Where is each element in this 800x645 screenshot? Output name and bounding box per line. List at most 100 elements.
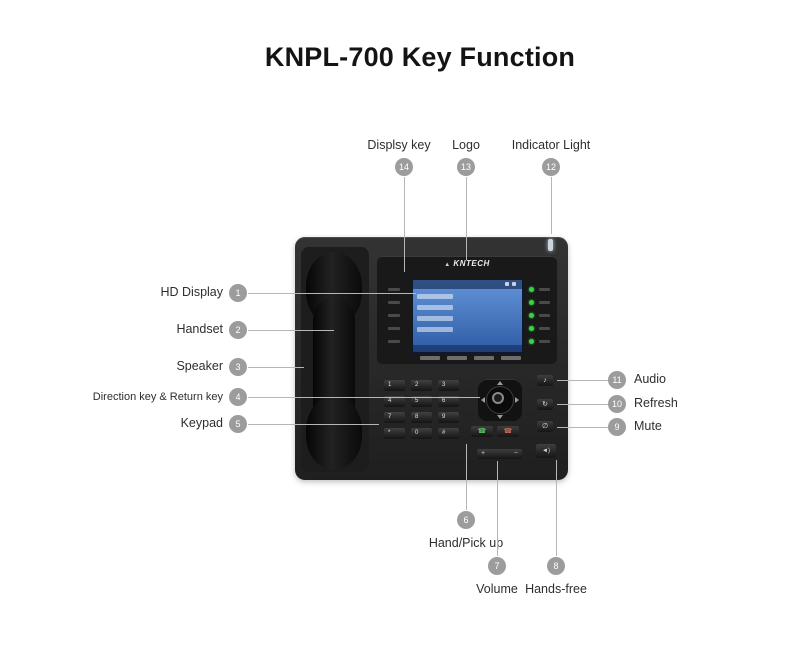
callout-line-logo bbox=[466, 177, 467, 260]
hands-free-key: ◄) bbox=[536, 444, 556, 458]
mute-icon: ∅ bbox=[541, 423, 549, 430]
callout-label-display-key: Displsy key bbox=[367, 138, 431, 152]
callout-line-handset bbox=[248, 330, 334, 331]
arrow-left-icon bbox=[481, 397, 485, 403]
line-key bbox=[539, 327, 550, 330]
screen-menu-row bbox=[417, 327, 453, 332]
keypad-key-0: 0 bbox=[411, 428, 432, 439]
refresh-key: ↻ bbox=[537, 399, 553, 410]
softkey-button bbox=[420, 356, 440, 360]
callout-line-hd-display bbox=[248, 293, 416, 294]
callout-label-refresh: Refresh bbox=[634, 396, 678, 410]
callout-number-direction-key: 4 bbox=[229, 388, 247, 406]
logo-mark-icon: ▲ bbox=[444, 262, 451, 268]
screen-softbar bbox=[413, 345, 522, 352]
indicator-light bbox=[548, 239, 553, 251]
keypad-key-2: 2 bbox=[411, 380, 432, 391]
callout-number-handset: 2 bbox=[229, 321, 247, 339]
callout-label-handset: Handset bbox=[176, 322, 223, 336]
page-title: KNPL-700 Key Function bbox=[264, 42, 576, 72]
line-led-indicator bbox=[529, 300, 534, 305]
callout-number-volume: 7 bbox=[488, 557, 506, 575]
callout-line-refresh bbox=[557, 404, 608, 405]
keypad-key-4: 4 bbox=[384, 396, 405, 407]
callout-number-mute: 9 bbox=[608, 418, 626, 436]
keypad-key-8: 8 bbox=[411, 412, 432, 423]
callout-label-direction-key: Direction key & Return key bbox=[92, 391, 223, 403]
screen-signal-icon bbox=[512, 282, 516, 286]
hangup-icon: ☎ bbox=[503, 428, 513, 435]
screen-statusbar bbox=[413, 280, 522, 289]
keypad-key-3: 3 bbox=[438, 380, 459, 391]
keypad-key-7: 7 bbox=[384, 412, 405, 423]
callout-number-hd-display: 1 bbox=[229, 284, 247, 302]
callout-label-keypad: Keypad bbox=[180, 416, 223, 430]
callout-line-display-key bbox=[404, 177, 405, 272]
softkey-button bbox=[474, 356, 494, 360]
arrow-up-icon bbox=[497, 381, 503, 385]
callout-label-hand-pickup: Hand/Pick up bbox=[428, 536, 504, 550]
hands-free-icon: ◄) bbox=[542, 448, 550, 454]
callout-number-audio: 11 bbox=[608, 371, 626, 389]
volume-rocker: + − bbox=[477, 449, 522, 459]
callout-label-audio: Audio bbox=[634, 372, 666, 386]
callout-number-display-key: 14 bbox=[395, 158, 413, 176]
line-led-indicator bbox=[529, 326, 534, 331]
pickup-icon: ☎ bbox=[477, 428, 487, 435]
line-led-indicator bbox=[529, 339, 534, 344]
display-key bbox=[388, 340, 400, 343]
callout-label-mute: Mute bbox=[634, 419, 662, 433]
callout-label-hands-free: Hands-free bbox=[525, 582, 587, 596]
callout-label-logo: Logo bbox=[452, 138, 480, 152]
callout-label-hd-display: HD Display bbox=[160, 285, 223, 299]
display-key bbox=[388, 314, 400, 317]
keypad-key-star: * bbox=[384, 428, 405, 439]
arrow-right-icon bbox=[515, 397, 519, 403]
callout-line-volume bbox=[497, 461, 498, 556]
pickup-key: ☎ bbox=[471, 426, 493, 437]
callout-line-hand-pickup bbox=[466, 444, 467, 510]
hangup-key: ☎ bbox=[497, 426, 519, 437]
screen-menu-row bbox=[417, 316, 453, 321]
screen-menu-row bbox=[417, 305, 453, 310]
callout-line-indicator-light bbox=[551, 177, 552, 234]
callout-number-keypad: 5 bbox=[229, 415, 247, 433]
callout-number-refresh: 10 bbox=[608, 395, 626, 413]
volume-plus-icon: + bbox=[481, 450, 486, 457]
arrow-down-icon bbox=[497, 415, 503, 419]
callout-line-direction-key bbox=[248, 397, 480, 398]
callout-line-speaker bbox=[248, 367, 304, 368]
keypad-key-6: 6 bbox=[438, 396, 459, 407]
volume-minus-icon: − bbox=[513, 450, 518, 457]
keypad-key-5: 5 bbox=[411, 396, 432, 407]
softkey-button bbox=[501, 356, 521, 360]
keypad-key-pound: # bbox=[438, 428, 459, 439]
callout-line-keypad bbox=[248, 424, 379, 425]
callout-line-mute bbox=[557, 427, 608, 428]
callout-number-hands-free: 8 bbox=[547, 557, 565, 575]
callout-number-speaker: 3 bbox=[229, 358, 247, 376]
keypad-key-9: 9 bbox=[438, 412, 459, 423]
screen-menu-row bbox=[417, 294, 453, 299]
callout-label-indicator-light: Indicator Light bbox=[511, 138, 591, 152]
refresh-icon: ↻ bbox=[542, 401, 548, 408]
callout-label-speaker: Speaker bbox=[176, 359, 223, 373]
softkey-button bbox=[447, 356, 467, 360]
screen-battery-icon bbox=[505, 282, 509, 286]
line-led-indicator bbox=[529, 313, 534, 318]
line-key bbox=[539, 340, 550, 343]
callout-number-logo: 13 bbox=[457, 158, 475, 176]
brand-text: KNTECH bbox=[453, 259, 490, 268]
mute-key: ∅ bbox=[537, 421, 553, 432]
handset-mouthpiece bbox=[306, 396, 362, 470]
display-key bbox=[388, 288, 400, 291]
callout-line-hands-free bbox=[556, 460, 557, 556]
keypad-key-1: 1 bbox=[384, 380, 405, 391]
line-key bbox=[539, 301, 550, 304]
line-key bbox=[539, 314, 550, 317]
audio-key: ♪ bbox=[537, 375, 553, 386]
callout-line-audio bbox=[557, 380, 608, 381]
line-key bbox=[539, 288, 550, 291]
ok-key bbox=[492, 392, 504, 404]
